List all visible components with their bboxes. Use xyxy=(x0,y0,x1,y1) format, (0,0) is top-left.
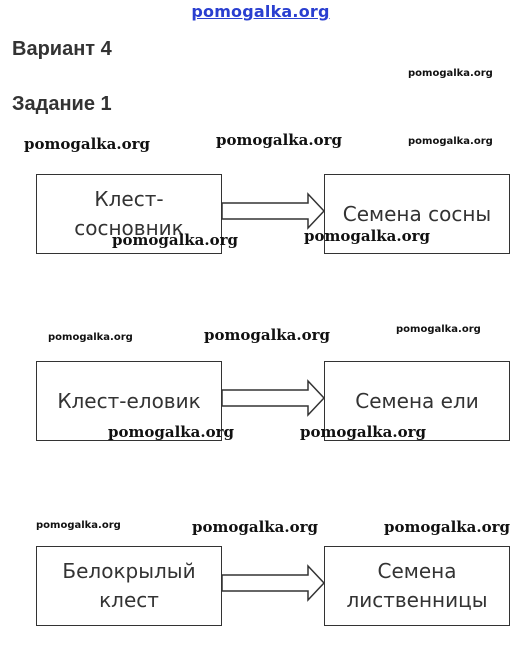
watermark: pomogalka.org xyxy=(300,423,427,441)
watermark: pomogalka.org xyxy=(408,136,493,147)
chain-2-target-box: Семена ели xyxy=(324,361,510,441)
chain-3-target-box: Семена лиственницы xyxy=(324,546,510,626)
watermark: pomogalka.org xyxy=(408,68,493,79)
chain-1-arrow xyxy=(221,192,326,230)
watermark: pomogalka.org xyxy=(24,135,151,153)
watermark: pomogalka.org xyxy=(112,231,239,249)
chain-3-source-box: Белокрылый клест xyxy=(36,546,222,626)
task-title: Задание 1 xyxy=(12,93,112,115)
site-logo[interactable]: pomogalka.org xyxy=(191,2,330,21)
watermark: pomogalka.org xyxy=(304,227,431,245)
watermark: pomogalka.org xyxy=(192,518,319,536)
watermark: pomogalka.org xyxy=(396,324,481,335)
watermark: pomogalka.org xyxy=(48,332,133,343)
watermark: pomogalka.org xyxy=(204,326,331,344)
chain-3-arrow xyxy=(221,564,326,602)
chain-1-target-box: Семена сосны xyxy=(324,174,510,254)
watermark: pomogalka.org xyxy=(216,131,343,149)
chain-2-source-box: Клест-еловик xyxy=(36,361,222,441)
chain-2-arrow xyxy=(221,379,326,417)
watermark: pomogalka.org xyxy=(108,423,235,441)
variant-title: Вариант 4 xyxy=(12,38,112,60)
chain-1-source-box: Клест- сосновник xyxy=(36,174,222,254)
watermark: pomogalka.org xyxy=(384,518,511,536)
watermark: pomogalka.org xyxy=(36,520,121,531)
